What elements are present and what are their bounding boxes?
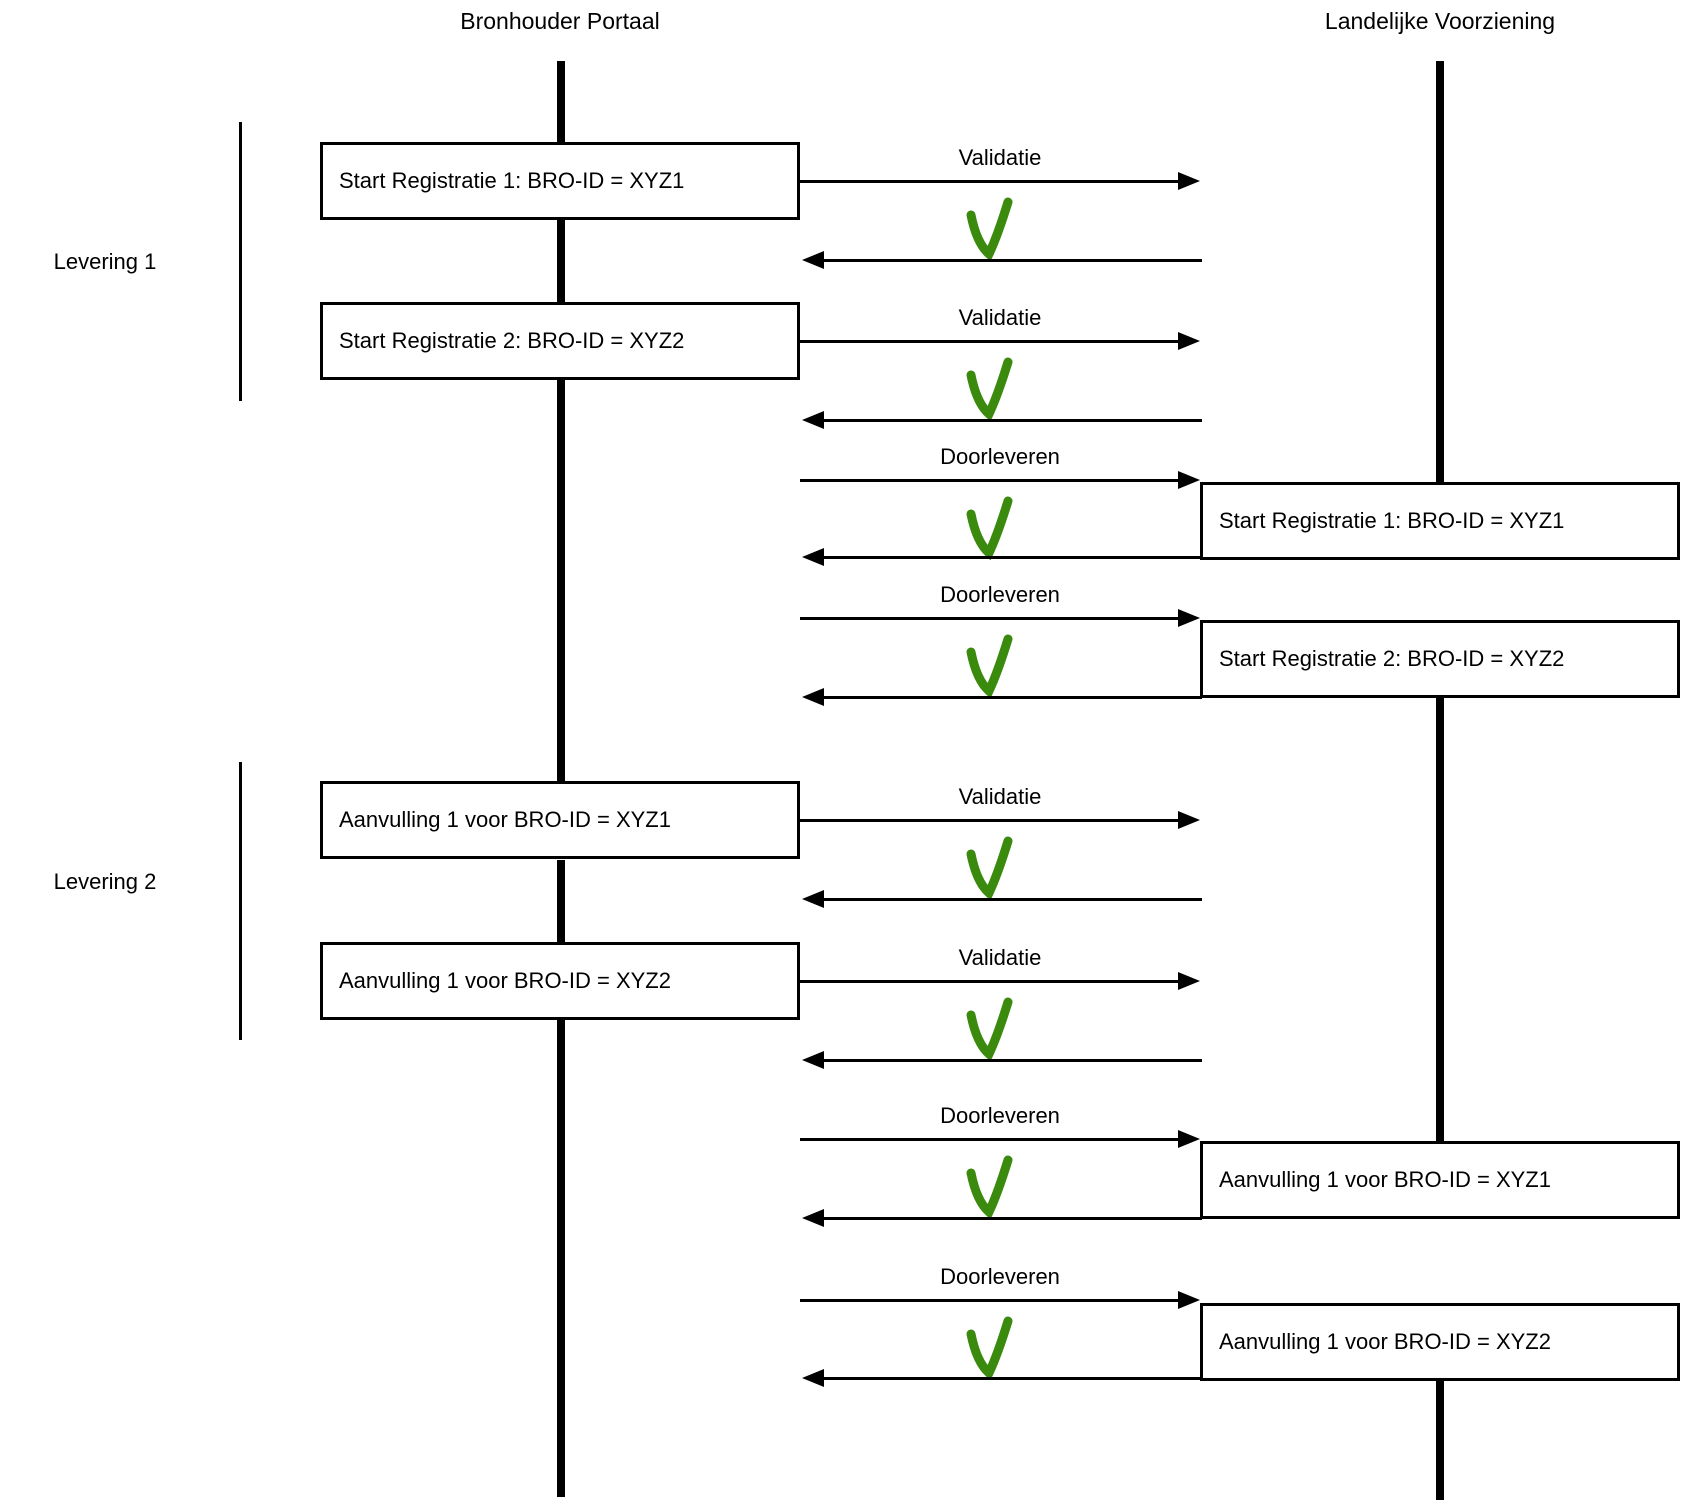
- arrow-label: Validatie: [958, 784, 1042, 809]
- portal-message-box: Aanvulling 1 voor BRO-ID = XYZ1: [320, 781, 800, 859]
- check-icon: [966, 997, 1014, 1061]
- lifeline-lv-segment: [1436, 697, 1444, 1141]
- lv-message-box: Start Registratie 1: BRO-ID = XYZ1: [1200, 482, 1680, 560]
- lifeline-lv-segment: [1436, 61, 1444, 482]
- levering-1-bracket: [239, 122, 242, 401]
- request-arrow: [800, 471, 1200, 489]
- request-arrow: [800, 1291, 1200, 1309]
- levering-1-label: Levering 1: [53, 249, 157, 274]
- lifeline-lv-segment: [1436, 1380, 1444, 1500]
- response-arrow: [802, 251, 1202, 269]
- lv-message-box: Start Registratie 2: BRO-ID = XYZ2: [1200, 620, 1680, 698]
- arrow-label: Doorleveren: [940, 444, 1060, 469]
- message-text: Aanvulling 1 voor BRO-ID = XYZ2: [339, 968, 671, 993]
- message-text: Start Registratie 2: BRO-ID = XYZ2: [339, 328, 685, 353]
- message-text: Start Registratie 2: BRO-ID = XYZ2: [1219, 646, 1565, 671]
- lv-message-box: Aanvulling 1 voor BRO-ID = XYZ1: [1200, 1141, 1680, 1219]
- response-arrow: [802, 411, 1202, 429]
- lifeline-portal-segment: [557, 61, 565, 142]
- request-arrow: [800, 609, 1200, 627]
- lifeline-portal-segment: [557, 380, 565, 781]
- request-arrow: [800, 972, 1200, 990]
- lv-message-box: Aanvulling 1 voor BRO-ID = XYZ2: [1200, 1303, 1680, 1381]
- portal-message-box: Aanvulling 1 voor BRO-ID = XYZ2: [320, 942, 800, 1020]
- message-text: Aanvulling 1 voor BRO-ID = XYZ1: [1219, 1167, 1551, 1192]
- check-icon: [966, 634, 1014, 698]
- lifeline-portal-segment: [557, 220, 565, 302]
- response-arrow: [802, 548, 1202, 566]
- check-icon: [966, 496, 1014, 560]
- levering-2-bracket: [239, 762, 242, 1040]
- arrow-label: Doorleveren: [940, 1264, 1060, 1289]
- arrow-label: Validatie: [958, 305, 1042, 330]
- lifeline-portal-segment: [557, 860, 565, 942]
- response-arrow: [802, 1051, 1202, 1069]
- check-icon: [966, 836, 1014, 900]
- request-arrow: [800, 1130, 1200, 1148]
- check-icon: [966, 357, 1014, 421]
- portal-message-box: Start Registratie 1: BRO-ID = XYZ1: [320, 142, 800, 220]
- arrow-label: Doorleveren: [940, 1103, 1060, 1128]
- check-icon: [966, 1155, 1014, 1219]
- arrow-label: Doorleveren: [940, 582, 1060, 607]
- response-arrow: [802, 1369, 1202, 1387]
- arrow-label: Validatie: [958, 145, 1042, 170]
- actor-title-bronhouder-portaal: Bronhouder Portaal: [460, 8, 660, 34]
- check-icon: [966, 1316, 1014, 1380]
- message-text: Start Registratie 1: BRO-ID = XYZ1: [339, 168, 685, 193]
- actor-title-landelijke-voorziening: Landelijke Voorziening: [1324, 8, 1556, 34]
- portal-message-box: Start Registratie 2: BRO-ID = XYZ2: [320, 302, 800, 380]
- request-arrow: [800, 172, 1200, 190]
- response-arrow: [802, 890, 1202, 908]
- check-icon: [966, 197, 1014, 261]
- lifeline-portal-segment: [557, 1020, 565, 1497]
- message-text: Start Registratie 1: BRO-ID = XYZ1: [1219, 508, 1565, 533]
- message-text: Aanvulling 1 voor BRO-ID = XYZ1: [339, 807, 671, 832]
- arrow-label: Validatie: [958, 945, 1042, 970]
- response-arrow: [802, 688, 1202, 706]
- request-arrow: [800, 332, 1200, 350]
- request-arrow: [800, 811, 1200, 829]
- response-arrow: [802, 1209, 1202, 1227]
- levering-2-label: Levering 2: [53, 869, 157, 894]
- message-text: Aanvulling 1 voor BRO-ID = XYZ2: [1219, 1329, 1551, 1354]
